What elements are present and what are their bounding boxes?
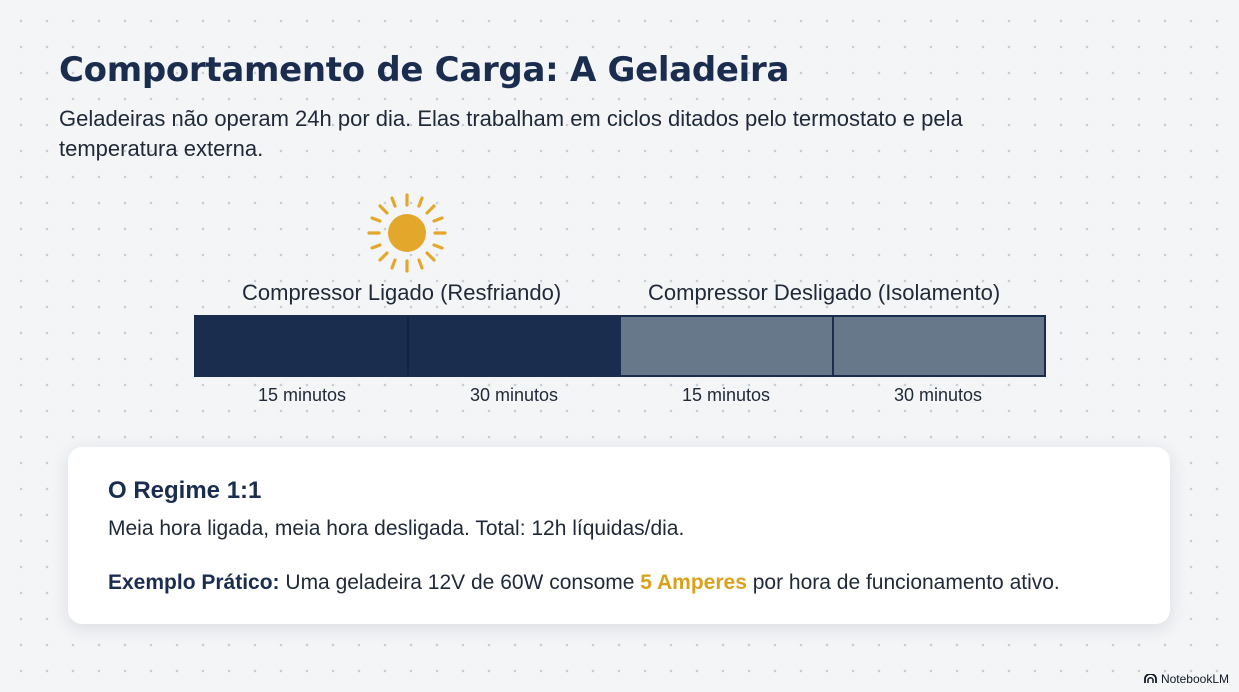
- brand-watermark: NotebookLM: [1144, 672, 1229, 686]
- timeline-segment-off-1: [619, 317, 832, 375]
- example-lead: Exemplo Prático:: [108, 571, 280, 594]
- compressor-on-label: Compressor Ligado (Resfriando): [242, 280, 562, 305]
- sun-icon: [367, 193, 447, 273]
- card-title: O Regime 1:1: [108, 477, 262, 504]
- page-title: Comportamento de Carga: A Geladeira: [59, 50, 790, 90]
- example-highlight: 5 Amperes: [640, 571, 747, 594]
- duration-label: 30 minutos: [893, 385, 983, 405]
- compressor-off-label: Compressor Desligado (Isolamento): [648, 280, 1001, 305]
- practical-example: Exemplo Prático: Uma geladeira 12V de 60…: [108, 571, 1060, 595]
- timeline-duration-labels: 15 minutos 30 minutos 15 minutos 30 minu…: [196, 385, 1044, 406]
- timeline-segment-off-2: [831, 317, 1044, 375]
- regime-card: O Regime 1:1 Meia hora ligada, meia hora…: [68, 447, 1170, 624]
- duration-label: 15 minutos: [257, 385, 347, 405]
- notebooklm-logo-icon: [1144, 674, 1157, 683]
- timeline-segment-on-2: [406, 317, 619, 375]
- cycle-timeline-bar: [194, 315, 1046, 377]
- card-description: Meia hora ligada, meia hora desligada. T…: [108, 517, 685, 540]
- page-subtitle: Geladeiras não operam 24h por dia. Elas …: [59, 106, 963, 161]
- brand-name: NotebookLM: [1160, 672, 1229, 686]
- example-text: Uma geladeira 12V de 60W consome: [279, 571, 641, 594]
- duration-label: 15 minutos: [681, 385, 771, 405]
- timeline-segment-on-1: [196, 317, 407, 375]
- example-tail: por hora de funcionamento ativo.: [746, 571, 1060, 594]
- duration-label: 30 minutos: [469, 385, 559, 405]
